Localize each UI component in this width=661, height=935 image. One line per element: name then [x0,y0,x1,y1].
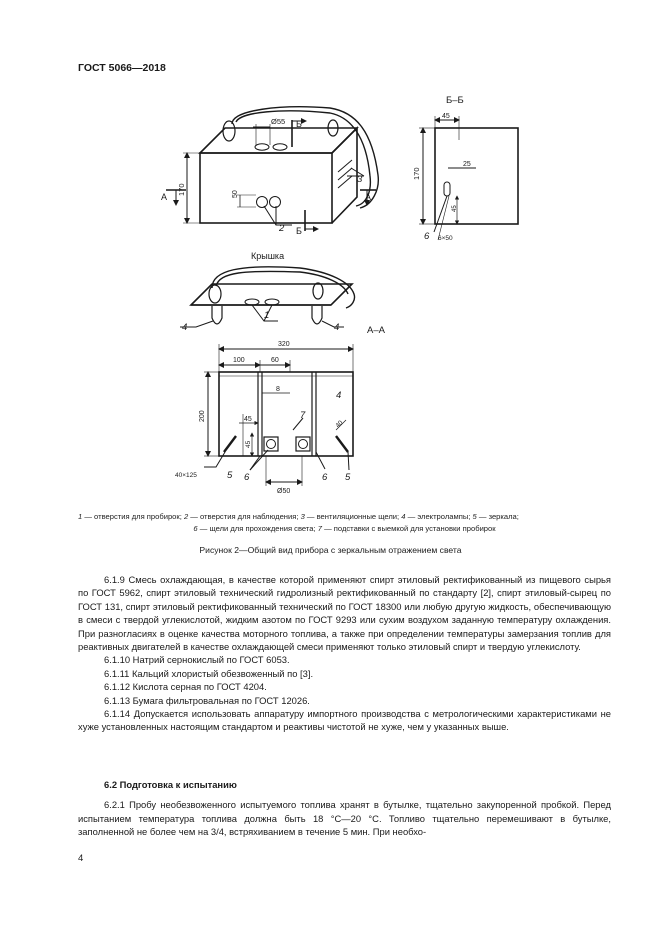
legend-ref-1: 1 [78,512,83,521]
paragraph-6-2-1: 6.2.1 Пробу необезвоженного испытуемого … [78,799,611,838]
paragraph-6-1-12: 6.1.12 Кислота серная по ГОСТ 4204. [104,681,267,693]
ref-5-aa-right: 5 [345,472,351,483]
section-aa [204,344,354,486]
dim-8: 8 [276,386,280,393]
ref-4-lid-right: 4 [334,322,339,333]
page-number: 4 [78,853,84,864]
ref-4-aa: 4 [336,390,341,401]
dim-40-aa: 40 [334,419,344,429]
ref-1: 1 [264,310,269,321]
side-view-bb [419,116,519,241]
dim-170-top: 170 [177,183,186,196]
section-heading-6-2: 6.2 Подготовка к испытанию [104,779,237,790]
legend-line-1: 1 — отверстия для пробирок; 2 — отверсти… [78,512,519,521]
dim-170-bb: 170 [412,167,421,180]
figure-caption: Рисунок 2—Общий вид прибора с зеркальным… [199,545,462,555]
paragraph-6-1-10: 6.1.10 Натрий сернокислый по ГОСТ 6053. [104,654,290,666]
paragraph-6-1-11: 6.1.11 Кальций хлористый обезвоженный по… [104,667,314,679]
dim-45b-bb: 45 [452,205,458,212]
figure-legend: 1 — отверстия для пробирок; 2 — отверсти… [78,511,611,535]
legend-line-2: 6 — щели для прохождения света; 7 — подс… [78,523,611,535]
slot-size-label: 6×50 [438,235,453,242]
mirror-size-label: 40×125 [175,472,197,479]
dim-45b-aa: 45 [245,440,252,448]
ref-3: 3 [357,174,363,185]
paragraph-6-1-14: 6.1.14 Допускается использовать аппарату… [78,708,611,733]
device-isometric-view [166,106,379,232]
ref-6-bb: 6 [424,231,430,242]
legend-ref-5: 5 [472,512,477,521]
legend-ref-6: 6 [193,524,198,533]
figure-2-drawing: Б–Б Ø55 Б А А 170 50 2 Б 3 45 170 25 45 … [161,95,519,495]
ref-2: 2 [278,223,285,234]
ref-6-aa-right: 6 [322,472,328,483]
section-bb-title: Б–Б [446,95,464,106]
section-aa-title: А–А [367,325,386,336]
legend-text-6: — щели для прохождения света; [197,524,318,533]
cut-mark-a-left: А [161,192,167,202]
dim-d55: Ø55 [271,117,285,126]
paragraph-6-1-13: 6.1.13 Бумага фильтровальная по ГОСТ 120… [104,694,310,706]
paragraph-6-1-9: 6.1.9 Смесь охлаждающая, в качестве кото… [78,574,611,653]
cut-mark-b-top: Б [296,119,302,129]
dim-100: 100 [233,357,245,364]
body-text-block: 6.1.9 Смесь охлаждающая, в качестве кото… [78,573,611,734]
ref-7: 7 [300,410,306,421]
document-header: ГОСТ 5066—2018 [78,62,166,74]
dim-45-aa: 45 [244,416,252,423]
cut-mark-b-bottom: Б [296,226,302,236]
dim-50-top: 50 [232,190,239,198]
dim-60: 60 [271,357,279,364]
ref-5-aa-left: 5 [227,470,233,481]
legend-ref-7: 7 [317,524,322,533]
dim-320: 320 [278,341,290,348]
legend-text-5: — зеркала; [476,512,519,521]
legend-text-2: — отверстия для наблюдения; [188,512,301,521]
lid-view [180,266,356,328]
ref-4-lid-left: 4 [182,322,187,333]
dim-200: 200 [199,410,206,422]
dim-d50: Ø50 [277,488,290,495]
legend-text-3: — вентиляционные щели; [304,512,402,521]
cut-mark-a-right: А [365,192,371,202]
legend-text-7: — подставки с выемкой для установки проб… [321,524,496,533]
legend-text-1: — отверстия для пробирок; [82,512,184,521]
ref-6-aa-left: 6 [244,472,250,483]
legend-ref-2: 2 [183,512,189,521]
section-6-2: 6.2 Подготовка к испытанию 6.2.1 Пробу н… [78,778,611,839]
dim-45-bb: 45 [442,113,450,120]
dim-25-bb: 25 [463,161,471,168]
legend-ref-4: 4 [401,512,406,521]
legend-ref-3: 3 [300,512,305,521]
lid-title: Крышка [251,251,284,261]
legend-text-4: — электролампы; [405,512,473,521]
